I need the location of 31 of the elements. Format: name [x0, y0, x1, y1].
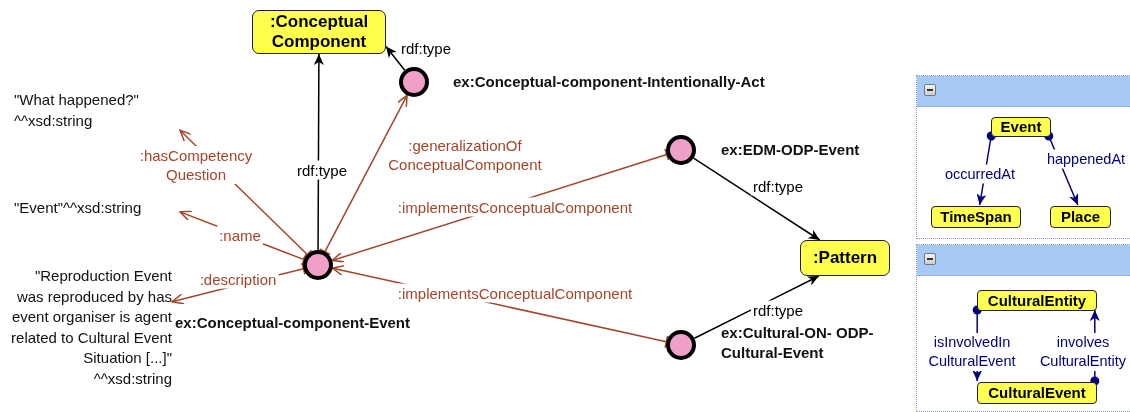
instance-circle: [666, 330, 696, 360]
arrow: [385, 45, 406, 71]
literal-value: "Event"^^xsd:string: [14, 198, 180, 220]
pattern-panel: [916, 75, 1130, 239]
class-box: CulturalEntity: [977, 290, 1097, 311]
arrow: [313, 53, 324, 251]
pattern-panel: [916, 244, 1130, 412]
instance-label: ex:Conceptual-component-Event: [175, 313, 412, 333]
edge-label: occurredAt: [942, 164, 1018, 184]
edge-label: rdf:type: [751, 300, 805, 320]
arrow: [318, 94, 408, 256]
arrow: [692, 157, 821, 241]
edge-label: rdf:type: [295, 160, 349, 180]
edge-label: isInvolvedIn CulturalEvent: [926, 333, 1018, 371]
class-box: Place: [1050, 206, 1111, 228]
instance-label: ex:Conceptual-component-Intentionally-Act: [453, 72, 766, 92]
instance-circle: [303, 250, 333, 280]
class-box: TimeSpan: [931, 206, 1021, 228]
edge-label: :name: [217, 225, 263, 245]
literal-value: "Reproduction Event was reproduced by has event organiser is agent related to Cultural Event Situation [...]" ^^xsd:string: [10, 266, 172, 412]
class-box: CulturalEvent: [977, 382, 1097, 404]
literal-value: "What happened?" ^^xsd:string: [14, 90, 180, 134]
class-box: :Pattern: [800, 240, 890, 276]
class-box: Event: [991, 117, 1051, 137]
instance-circle: [666, 135, 696, 165]
instance-label: ex:EDM-ODP-Event: [721, 140, 861, 160]
instance-label: ex:Cultural-ON- ODP-Cultural-Event: [721, 323, 875, 363]
edge-label: involves CulturalEntity: [1037, 333, 1129, 371]
class-box: :Conceptual Component: [252, 10, 386, 54]
instance-circle: [399, 67, 429, 97]
edge-label: :generalizationOf ConceptualComponent: [386, 136, 544, 174]
